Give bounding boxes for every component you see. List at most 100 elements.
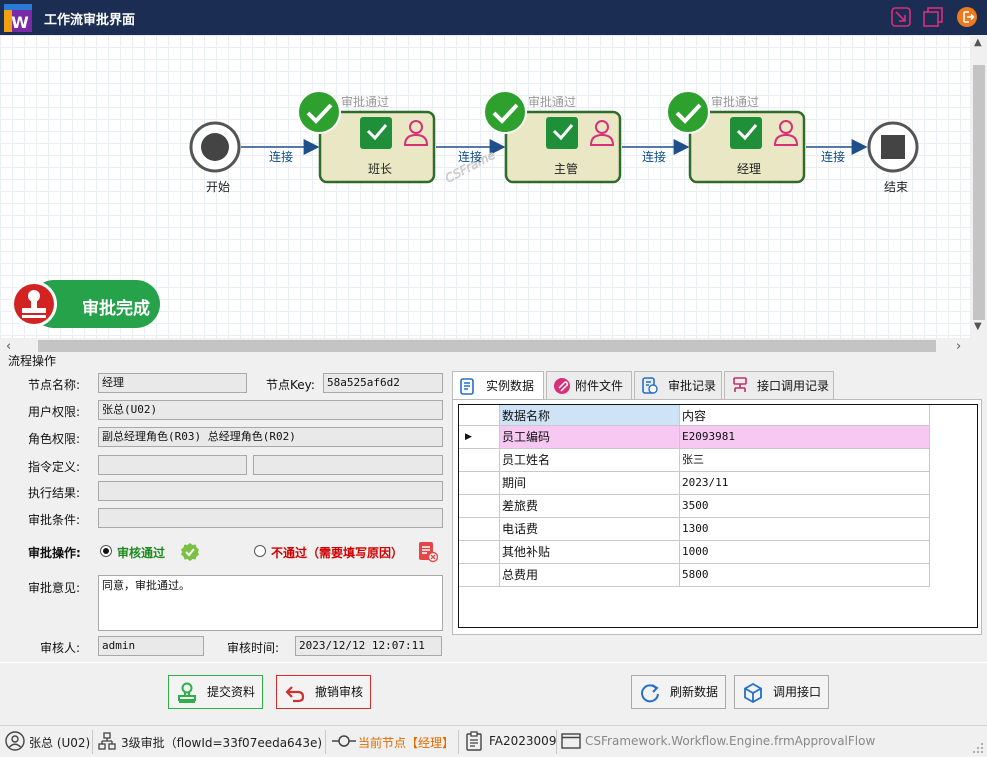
- resize-grip-icon[interactable]: [972, 742, 984, 754]
- edge-label-2: 连接: [458, 150, 483, 164]
- node-name-label: 节点名称:: [28, 378, 81, 392]
- tab-label: 实例数据: [486, 379, 535, 393]
- grid-cell-value[interactable]: E2093981: [680, 426, 930, 449]
- divider: [0, 662, 987, 663]
- node-name-field[interactable]: 经理: [98, 373, 247, 393]
- svg-text:W: W: [11, 13, 29, 32]
- horizontal-scrollbar[interactable]: ‹ ›: [0, 338, 970, 354]
- instance-data-grid[interactable]: 数据名称 内容 ▶ 员工编码 E2093981 员工姓名 张三 期间 2023/…: [458, 404, 978, 628]
- flow-diagram: CSFrame: [189, 90, 919, 186]
- end-node: [867, 121, 919, 173]
- grid-cell-name[interactable]: 总费用: [500, 564, 680, 587]
- role-perm-field[interactable]: 副总经理角色(R03) 总经理角色(R02): [98, 427, 443, 447]
- refresh-button[interactable]: 刷新数据: [631, 675, 726, 709]
- grid-cell-name[interactable]: 差旅费: [500, 495, 680, 518]
- title-bar: W 工作流审批界面: [0, 0, 987, 35]
- row-header: [459, 564, 500, 587]
- tab-label: 审批记录: [668, 379, 717, 393]
- condition-field[interactable]: [98, 508, 443, 528]
- tab-api-records[interactable]: 接口调用记录: [724, 371, 834, 399]
- window-title: 工作流审批界面: [44, 13, 136, 28]
- grid-header-content[interactable]: 内容: [680, 405, 930, 426]
- node-1-name: 班长: [368, 162, 393, 176]
- grid-cell-name[interactable]: 员工姓名: [500, 449, 680, 472]
- node-3-name: 经理: [737, 162, 762, 176]
- status-level: 3级审批（flowId=33f07eeda643e): [121, 736, 323, 750]
- edge-label-3: 连接: [642, 150, 667, 164]
- row-header: [459, 541, 500, 564]
- command-field-a[interactable]: [98, 455, 247, 475]
- grid-cell-name[interactable]: 员工编码: [500, 426, 680, 449]
- command-label: 指令定义:: [28, 460, 81, 474]
- refresh-label: 刷新数据: [670, 685, 719, 699]
- grid-cell-name[interactable]: 其他补贴: [500, 541, 680, 564]
- submit-button[interactable]: 提交资料: [168, 675, 263, 709]
- opinion-textarea[interactable]: 同意，审批通过。: [98, 575, 443, 631]
- grid-cell-name[interactable]: 期间: [500, 472, 680, 495]
- status-user: 张总 (U02): [29, 736, 91, 750]
- row-header: [459, 495, 500, 518]
- submit-label: 提交资料: [207, 685, 256, 699]
- edge-label-1: 连接: [269, 150, 294, 164]
- scroll-left-icon[interactable]: ‹: [6, 339, 12, 354]
- approval-node-2: [483, 90, 622, 184]
- group-title: 流程操作: [8, 354, 57, 368]
- approve-radio[interactable]: [100, 545, 112, 557]
- reject-radio[interactable]: [254, 545, 266, 557]
- tab-approval-records[interactable]: 审批记录: [634, 371, 722, 399]
- status-separator: [458, 730, 459, 754]
- badge-text: 审批完成: [82, 299, 150, 319]
- grid-cell-value[interactable]: 1000: [680, 541, 930, 564]
- refresh-icon: [641, 684, 659, 703]
- maximize-icon[interactable]: [922, 6, 944, 28]
- command-field-b[interactable]: [253, 455, 443, 475]
- edge-label-4: 连接: [821, 150, 846, 164]
- reviewer-field[interactable]: admin: [98, 636, 204, 656]
- cancel-review-button[interactable]: 撤销审核: [276, 675, 371, 709]
- data-table-icon: [460, 378, 474, 395]
- scroll-down-icon[interactable]: ▼: [974, 321, 982, 332]
- condition-label: 审批条件:: [28, 513, 81, 527]
- vertical-scroll-thumb[interactable]: [973, 65, 985, 320]
- start-node: [189, 121, 241, 173]
- grid-cell-value[interactable]: 5800: [680, 564, 930, 587]
- grid-cell-name[interactable]: 电话费: [500, 518, 680, 541]
- scroll-up-icon[interactable]: ▲: [974, 37, 982, 48]
- row-indicator-icon: ▶: [459, 426, 500, 449]
- records-icon: [642, 377, 658, 394]
- flow-canvas[interactable]: CSFrame 开始 结束 审批通过 审批通过 审批通过 班长 主管 经理 连接…: [0, 35, 970, 338]
- grid-cell-value[interactable]: 2023/11: [680, 472, 930, 495]
- grid-cell-value[interactable]: 张三: [680, 449, 930, 472]
- status-current-node: 当前节点【经理】: [358, 736, 455, 750]
- approve-option-label[interactable]: 审核通过: [117, 546, 166, 560]
- node-2-name: 主管: [554, 162, 579, 176]
- reviewer-label: 审核人:: [40, 641, 81, 655]
- scroll-right-icon[interactable]: ›: [956, 339, 962, 354]
- clipboard-icon: [466, 731, 482, 751]
- grid-cell-value[interactable]: 1300: [680, 518, 930, 541]
- cancel-label: 撤销审核: [315, 685, 364, 699]
- radio-selected-dot: [103, 548, 109, 554]
- status-separator: [325, 730, 326, 754]
- status-separator: [92, 730, 93, 754]
- user-perm-field[interactable]: 张总(U02): [98, 400, 443, 420]
- user-icon: [5, 731, 25, 751]
- undo-icon: [285, 686, 305, 703]
- tab-instance-data[interactable]: 实例数据: [452, 371, 544, 399]
- call-api-button[interactable]: 调用接口: [734, 675, 829, 709]
- exit-icon[interactable]: [956, 6, 978, 28]
- reject-option-label[interactable]: 不通过（需要填写原因）: [271, 546, 404, 560]
- result-field[interactable]: [98, 481, 443, 501]
- tab-label: 接口调用记录: [757, 379, 830, 393]
- approve-check-icon: [181, 543, 199, 561]
- horizontal-scroll-thumb[interactable]: [38, 340, 936, 352]
- node-key-field[interactable]: 58a525af6d2: [323, 373, 443, 393]
- vertical-scrollbar[interactable]: ▲ ▼: [970, 35, 987, 338]
- tab-attachments[interactable]: 附件文件: [546, 371, 632, 399]
- grid-cell-value[interactable]: 3500: [680, 495, 930, 518]
- restore-icon[interactable]: [890, 6, 912, 28]
- node-key-label: 节点Key:: [266, 378, 315, 392]
- review-time-field[interactable]: 2023/12/12 12:07:11: [295, 636, 442, 656]
- grid-header-name[interactable]: 数据名称: [500, 405, 680, 426]
- node-1-status: 审批通过: [341, 95, 390, 109]
